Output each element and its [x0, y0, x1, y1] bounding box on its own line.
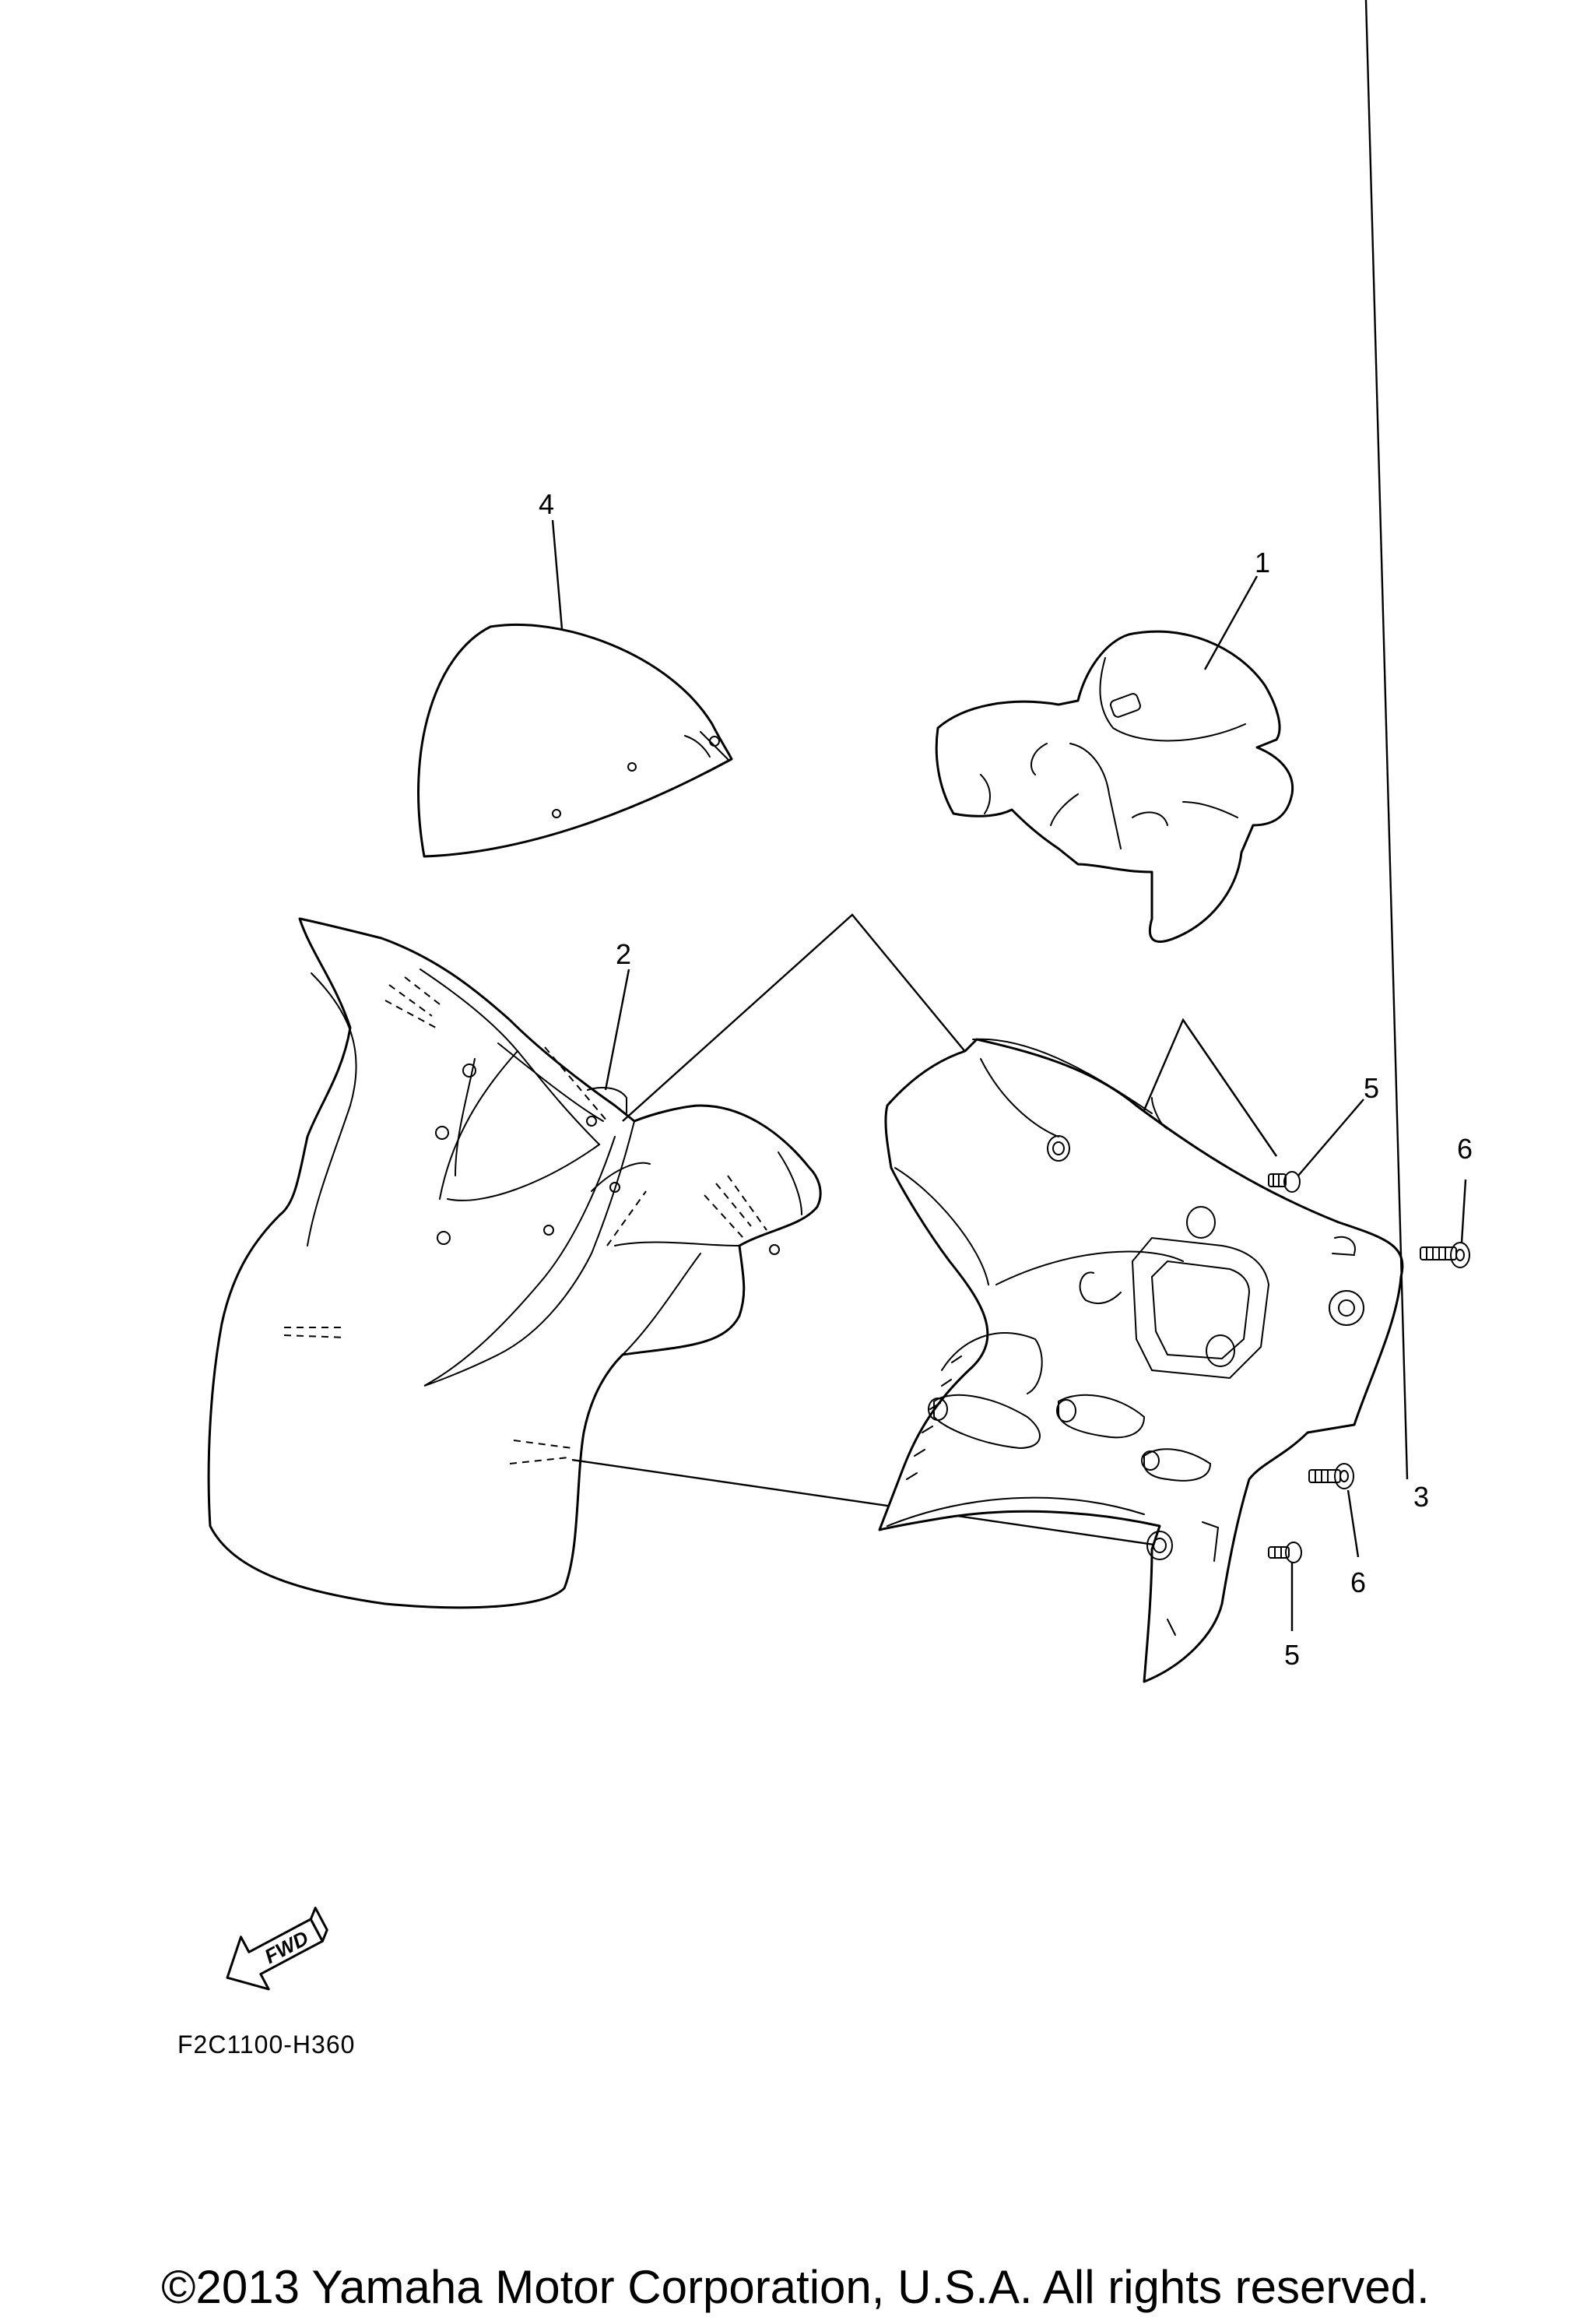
- callout-part-2: 2: [616, 938, 631, 970]
- callout-part-6-lower: 6: [1350, 1566, 1366, 1598]
- part-5-upper-screw: [1268, 1171, 1301, 1193]
- leader-part-4: [551, 519, 564, 630]
- callout-part-3: 3: [1413, 1481, 1429, 1513]
- part-5-lower-screw: [1268, 1542, 1302, 1563]
- leader-part-5-upper: [1297, 1099, 1364, 1176]
- part-1-handlebar-cover: [935, 630, 1294, 944]
- part-6-lower-screw: [1308, 1463, 1354, 1489]
- callout-part-4: 4: [539, 488, 554, 520]
- part-3-inner-panel: [878, 1038, 1404, 1683]
- leader-part-3: [1364, 0, 1409, 1480]
- part-4-top-cover: [417, 623, 733, 858]
- leader-part-6-lower: [1346, 1489, 1360, 1558]
- callout-part-6-upper: 6: [1457, 1133, 1473, 1165]
- part-2-front-cover: [207, 917, 822, 1609]
- part-6-upper-screw: [1420, 1242, 1470, 1268]
- leader-part-1: [1203, 575, 1259, 670]
- diagram-code: F2C1100-H360: [177, 2030, 355, 2059]
- leader-part-2: [604, 969, 630, 1091]
- copyright-notice: ©2013 Yamaha Motor Corporation, U.S.A. A…: [161, 2261, 1429, 2313]
- leader-part-6-upper: [1460, 1179, 1467, 1243]
- fwd-arrow-icon: FWD: [226, 1907, 328, 1991]
- callout-part-5-lower: 5: [1284, 1639, 1300, 1671]
- callout-part-1: 1: [1255, 547, 1270, 578]
- callout-part-5-upper: 5: [1364, 1072, 1379, 1104]
